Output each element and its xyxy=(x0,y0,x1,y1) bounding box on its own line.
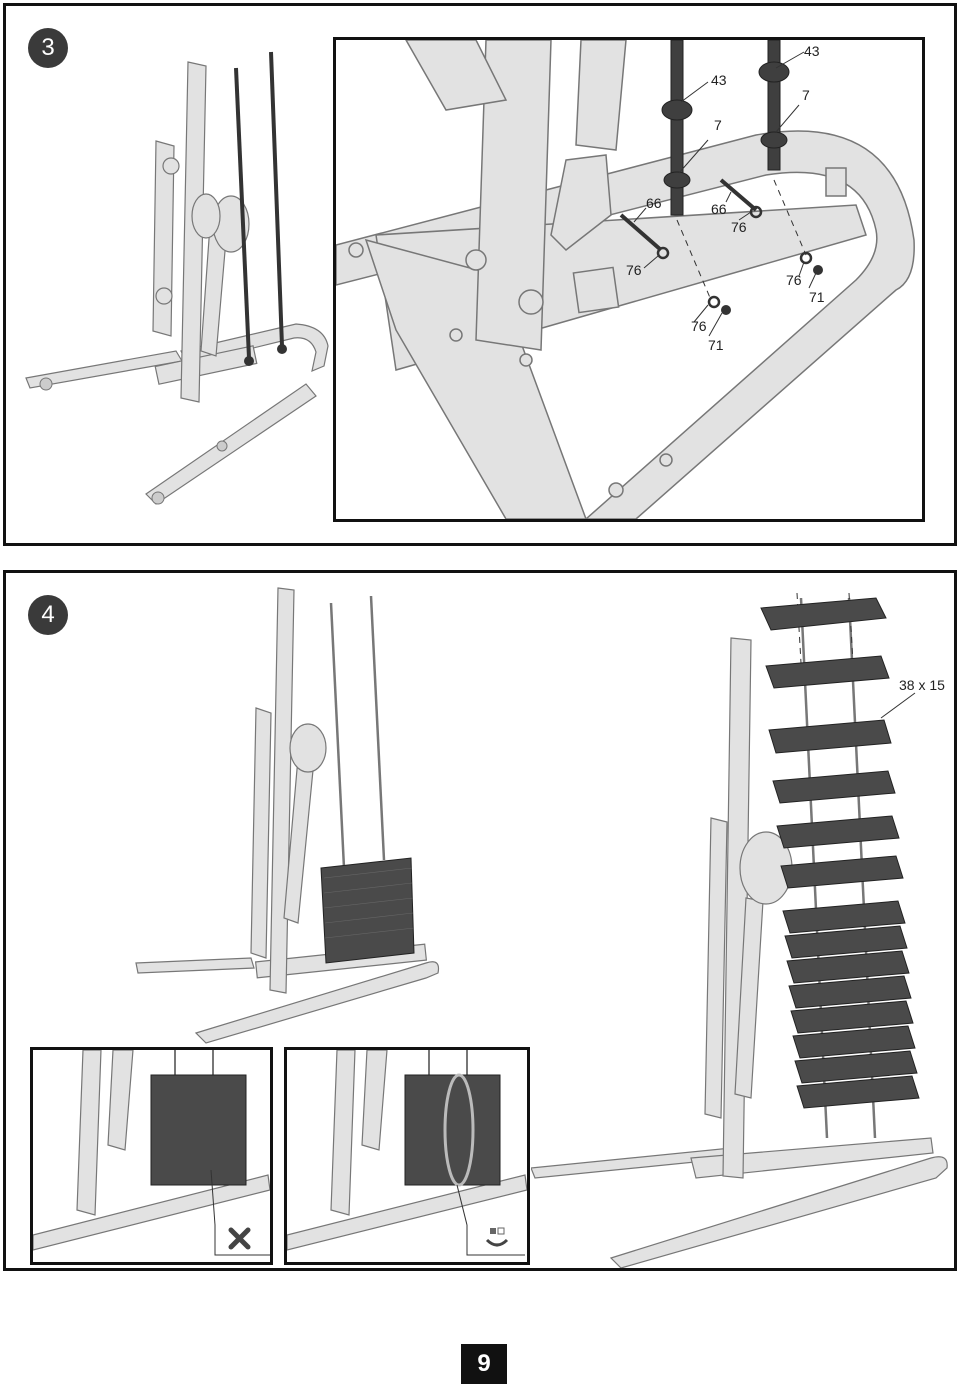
guide-rod-right xyxy=(269,51,284,347)
sleeve-43-left xyxy=(661,99,693,121)
page-number: 9 xyxy=(461,1344,507,1384)
main-upright xyxy=(180,61,207,403)
weight-plate xyxy=(772,770,896,804)
weight-plate xyxy=(796,1075,920,1109)
washer-76-c xyxy=(707,295,721,309)
inset-incorrect xyxy=(30,1047,273,1265)
rod-upper-left xyxy=(670,40,684,216)
weight-plates xyxy=(760,597,920,1109)
part-label-76-c: 76 xyxy=(691,318,707,334)
step-3-overview-drawing xyxy=(25,51,329,505)
bracket-column xyxy=(152,140,175,337)
weight-plate xyxy=(792,1025,916,1059)
guide-rod-left xyxy=(234,67,251,359)
bolt-66-right xyxy=(719,178,758,212)
step-3-panel: 3 xyxy=(3,3,957,546)
part-label-76-a: 76 xyxy=(626,262,642,278)
nut-71-a xyxy=(721,305,731,315)
weight-count-label: 38 x 15 xyxy=(899,677,945,693)
weight-plate xyxy=(782,900,906,934)
weight-plate xyxy=(765,655,890,689)
part-label-43-left: 43 xyxy=(711,72,727,88)
step-4-badge: 4 xyxy=(28,595,68,635)
weight-stack-assembled xyxy=(320,857,415,964)
upright-post xyxy=(475,40,552,351)
inset-correct-drawing xyxy=(287,1050,527,1256)
part-label-66-right: 66 xyxy=(711,201,727,217)
weight-plate xyxy=(794,1050,918,1084)
part-label-76-d: 76 xyxy=(786,272,802,288)
nut-71-b xyxy=(813,265,823,275)
rod-upper-right xyxy=(767,40,781,171)
weight-plate xyxy=(788,975,912,1009)
weight-plate xyxy=(768,719,892,754)
part-label-7-right: 7 xyxy=(802,87,810,103)
center-plate xyxy=(154,345,258,385)
step-3-badge: 3 xyxy=(28,28,68,68)
step-3-detail-inset: 43 43 7 7 66 66 76 76 76 76 71 71 xyxy=(333,37,925,522)
weight-plate xyxy=(784,925,908,959)
inset-correct xyxy=(284,1047,530,1265)
part-label-43-right: 43 xyxy=(804,43,820,59)
weight-plate xyxy=(786,950,910,984)
part-label-7-left: 7 xyxy=(714,117,722,133)
weight-stack-correct xyxy=(404,1074,501,1186)
tool-check-icon xyxy=(485,1227,509,1247)
weight-plate-top xyxy=(760,597,887,631)
part-label-76-b: 76 xyxy=(731,219,747,235)
sleeve-43-right xyxy=(758,61,790,83)
upright-step-4 xyxy=(269,587,295,994)
weight-stack-incorrect xyxy=(150,1074,247,1186)
washer-76-d xyxy=(799,251,813,265)
highlight-oval xyxy=(443,1073,475,1187)
base-rail-front xyxy=(145,383,317,505)
weight-plate xyxy=(780,855,904,889)
cross-mark-icon xyxy=(228,1227,251,1250)
part-label-71-a: 71 xyxy=(708,337,724,353)
cylinder-body xyxy=(575,40,627,151)
step-4-assembled-drawing xyxy=(135,587,440,1044)
u-bar xyxy=(180,323,329,372)
sleeve-7-right xyxy=(760,131,788,149)
bolt-66-left xyxy=(619,213,663,252)
weight-plate xyxy=(776,815,900,849)
sleeve-7-left xyxy=(663,171,691,189)
part-label-71-b: 71 xyxy=(809,289,825,305)
weight-plate xyxy=(790,1000,914,1034)
step-4-exploded-drawing: 38 x 15 xyxy=(531,592,948,1268)
part-label-66-left: 66 xyxy=(646,195,662,211)
washer-76-a xyxy=(656,246,670,260)
step-4-panel: 4 xyxy=(3,570,957,1271)
inset-incorrect-drawing xyxy=(33,1050,270,1256)
cylinder-bracket xyxy=(550,154,612,251)
step-3-detail-drawing: 43 43 7 7 66 66 76 76 76 76 71 71 xyxy=(336,40,915,519)
